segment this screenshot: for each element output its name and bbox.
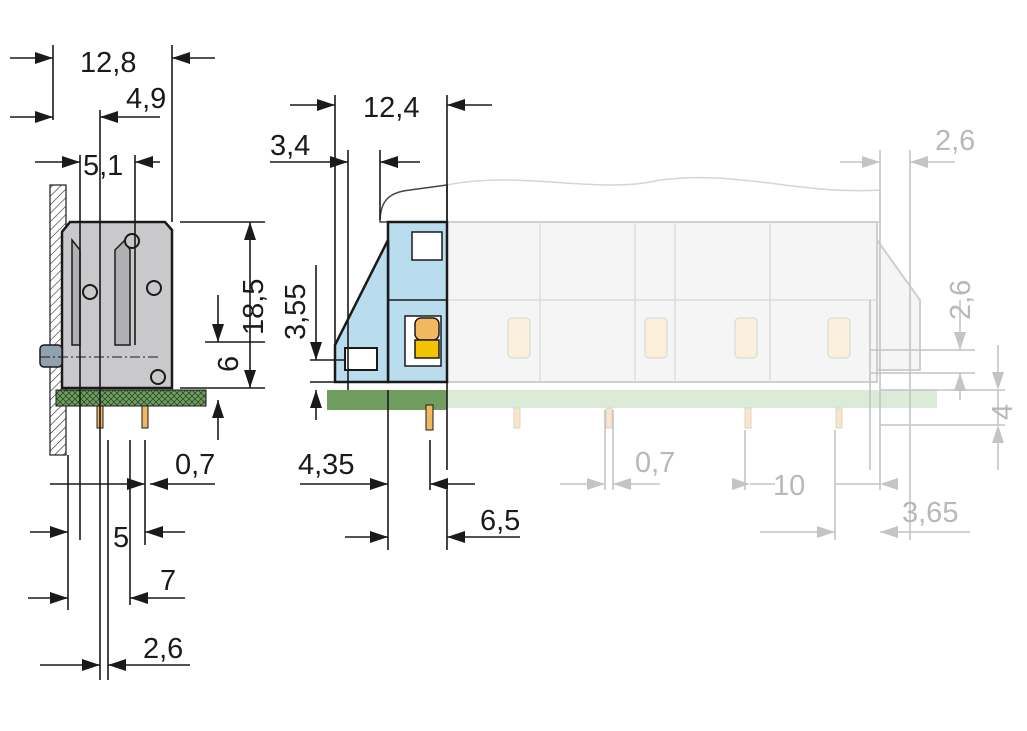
latch bbox=[39, 344, 63, 368]
faded-dimension-lines bbox=[560, 150, 1005, 540]
dim-end-offset: 3,65 bbox=[902, 497, 958, 529]
rivet bbox=[124, 233, 140, 249]
dim-release-offset: 5,1 bbox=[83, 150, 123, 182]
dim-wall-offset: 2,6 bbox=[143, 633, 183, 665]
dim-pcb-height: 4 bbox=[987, 404, 1019, 420]
dim-edge-offset: 3,4 bbox=[270, 130, 310, 162]
dim-pin-offset: 4,35 bbox=[298, 449, 354, 481]
dim-pin-to-side: 6,5 bbox=[480, 505, 520, 537]
pcb-section bbox=[55, 389, 207, 407]
dim-height: 18,5 bbox=[238, 279, 270, 335]
rivet bbox=[82, 284, 98, 300]
dim-side-plate: 2,6 bbox=[935, 125, 975, 157]
dim-height-above-pcb: 6 bbox=[213, 356, 245, 372]
dim-module-width: 12,4 bbox=[363, 92, 419, 124]
rivet bbox=[146, 280, 162, 296]
dim-faded-pin-width: 0,7 bbox=[635, 447, 675, 479]
dim-pitch: 10 bbox=[773, 470, 805, 502]
side-view: 12,8 4,9 5,1 18,5 6 0,7 5 7 2,6 bbox=[10, 45, 270, 680]
release-slot bbox=[411, 231, 443, 261]
rivet bbox=[150, 369, 166, 385]
front-view-faded-modules bbox=[446, 176, 937, 429]
pin-front bbox=[425, 404, 434, 431]
dim-pin-to-edge: 7 bbox=[160, 565, 176, 597]
led-base bbox=[414, 339, 440, 359]
dim-pin-pitch-offset: 5 bbox=[113, 522, 129, 554]
dim-latch-height: 3,55 bbox=[280, 284, 312, 340]
latch-front bbox=[344, 347, 378, 371]
dim-side-plate-height: 2,6 bbox=[945, 280, 977, 320]
front-view-module bbox=[270, 95, 520, 550]
dim-clamp-offset: 4,9 bbox=[126, 83, 166, 115]
dim-pin-width: 0,7 bbox=[175, 449, 215, 481]
pcb-front bbox=[327, 390, 447, 410]
pin bbox=[141, 405, 149, 429]
dim-overall-depth: 12,8 bbox=[80, 47, 136, 79]
led-indicator bbox=[414, 317, 440, 341]
